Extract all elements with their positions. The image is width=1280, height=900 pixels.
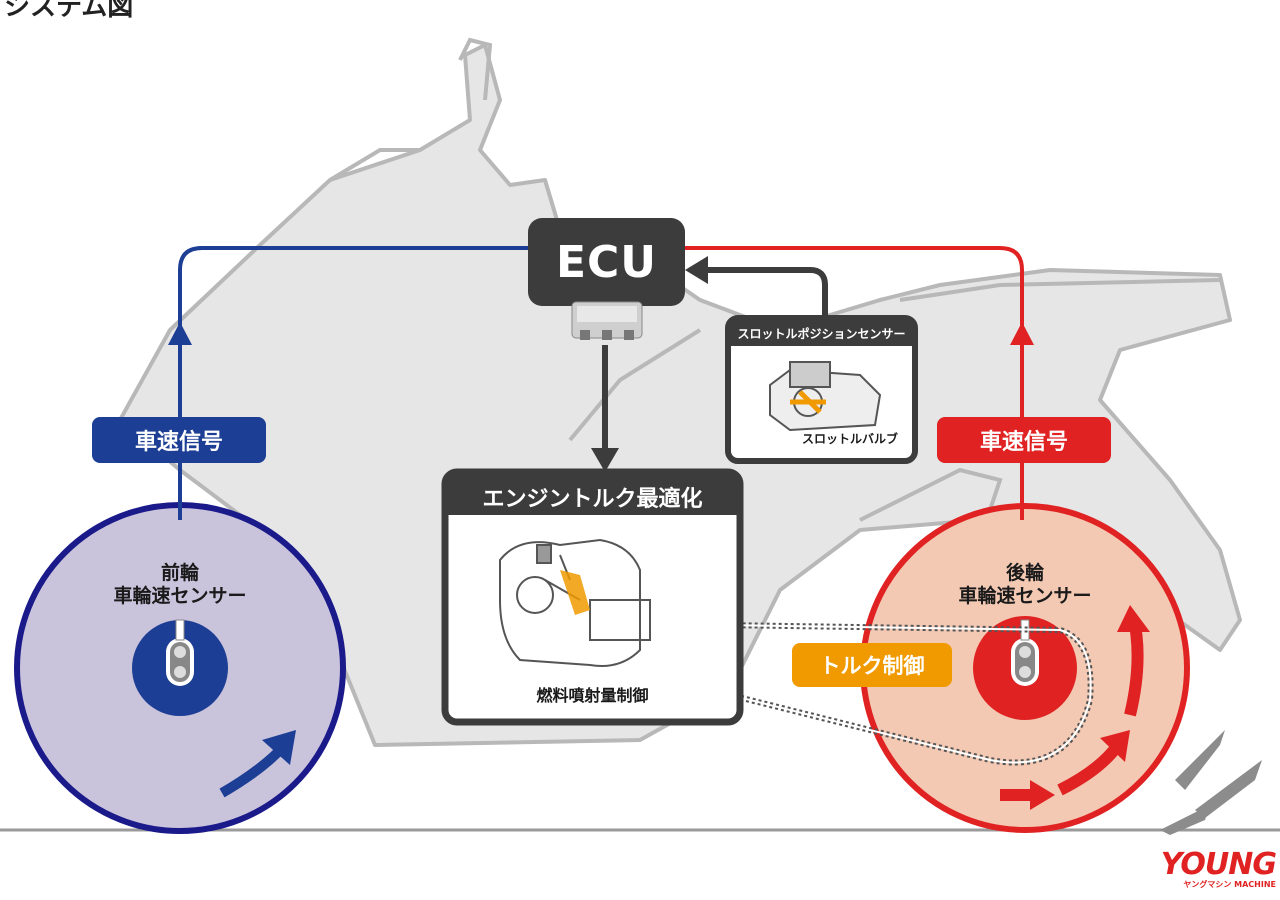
brand-logo: YOUNG ヤングマシン MACHINE — [1136, 847, 1277, 890]
rear-signal-line — [685, 246, 1034, 520]
front-sensor-line2: 車輪速センサー — [113, 584, 247, 607]
engine-caption: 燃料噴射量制御 — [536, 686, 649, 705]
rear-sensor-label: 後輪 車輪速センサー — [925, 562, 1125, 608]
torque-control-label: トルク制御 — [792, 643, 952, 687]
rear-sensor-line2: 車輪速センサー — [958, 584, 1092, 607]
ecu-label: ECU — [555, 236, 658, 288]
rear-speed-signal-label: 車速信号 — [937, 417, 1111, 463]
brand-logo-sub: ヤングマシン MACHINE — [1183, 880, 1276, 889]
rear-sensor-line1: 後輪 — [1005, 562, 1044, 584]
engine-title: エンジントルク最適化 — [482, 486, 703, 512]
ecu-to-engine-line — [591, 345, 619, 472]
brand-logo-main: YOUNG — [1160, 847, 1277, 882]
front-signal-line — [168, 246, 530, 520]
front-speed-signal-label: 車速信号 — [92, 417, 266, 463]
engine-illustration — [499, 538, 651, 667]
throttle-caption: スロットルバルブ — [801, 432, 898, 446]
front-signal-arrow — [168, 322, 192, 345]
header-title-fragment: システム図 — [4, 0, 134, 22]
throttle-title: スロットルポジションセンサー — [737, 327, 906, 341]
front-sensor-icon — [166, 619, 194, 686]
throttle-to-ecu-line — [685, 256, 828, 318]
rear-signal-arrow — [1010, 322, 1034, 345]
engine-box — [441, 468, 744, 726]
front-sensor-label: 前輪 車輪速センサー — [80, 562, 280, 608]
dust-marks — [1160, 730, 1262, 835]
front-sensor-line1: 前輪 — [160, 562, 199, 584]
ecu-box — [528, 218, 685, 340]
throttle-box — [725, 315, 918, 464]
